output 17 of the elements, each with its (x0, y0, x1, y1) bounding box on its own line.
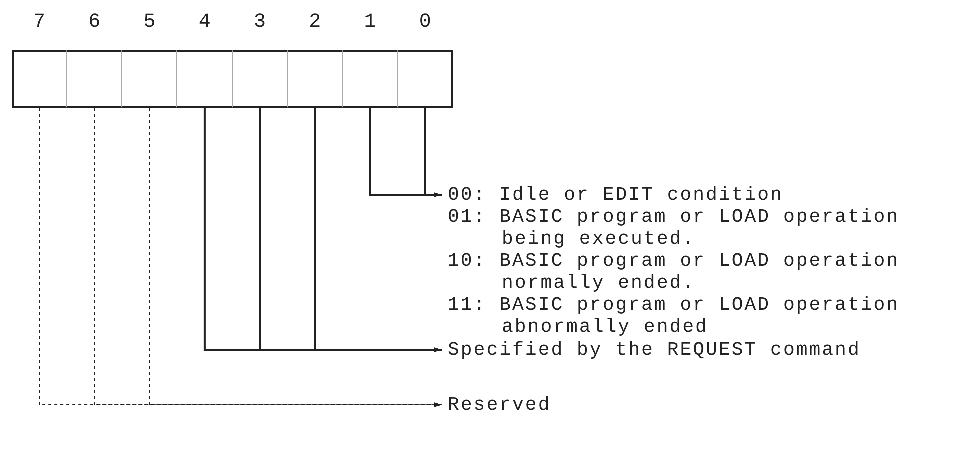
status-code-description: 11: BASIC program or LOAD operation abnormally ended (448, 294, 901, 338)
field-description: Specified by the REQUEST command (442, 339, 957, 361)
arrow (314, 108, 442, 352)
bit-number: 7 (32, 12, 47, 34)
bit-number: 1 (363, 12, 378, 34)
status-code-description: 00: Idle or EDIT condition (448, 184, 784, 206)
arrow (424, 108, 442, 198)
status-code-description: 10: BASIC program or LOAD operation normally ended. (448, 250, 901, 294)
status-code-description: 01: BASIC program or LOAD operation being executed. (448, 206, 901, 250)
dashed-arrow (149, 108, 442, 408)
bit-number: 3 (253, 12, 268, 34)
bit-number: 4 (198, 12, 212, 34)
field-description: Reserved (442, 394, 957, 416)
bit-number: 0 (418, 12, 432, 34)
bit-number: 5 (142, 12, 157, 34)
bit-number: 6 (88, 12, 102, 34)
bit-number: 2 (308, 12, 322, 34)
